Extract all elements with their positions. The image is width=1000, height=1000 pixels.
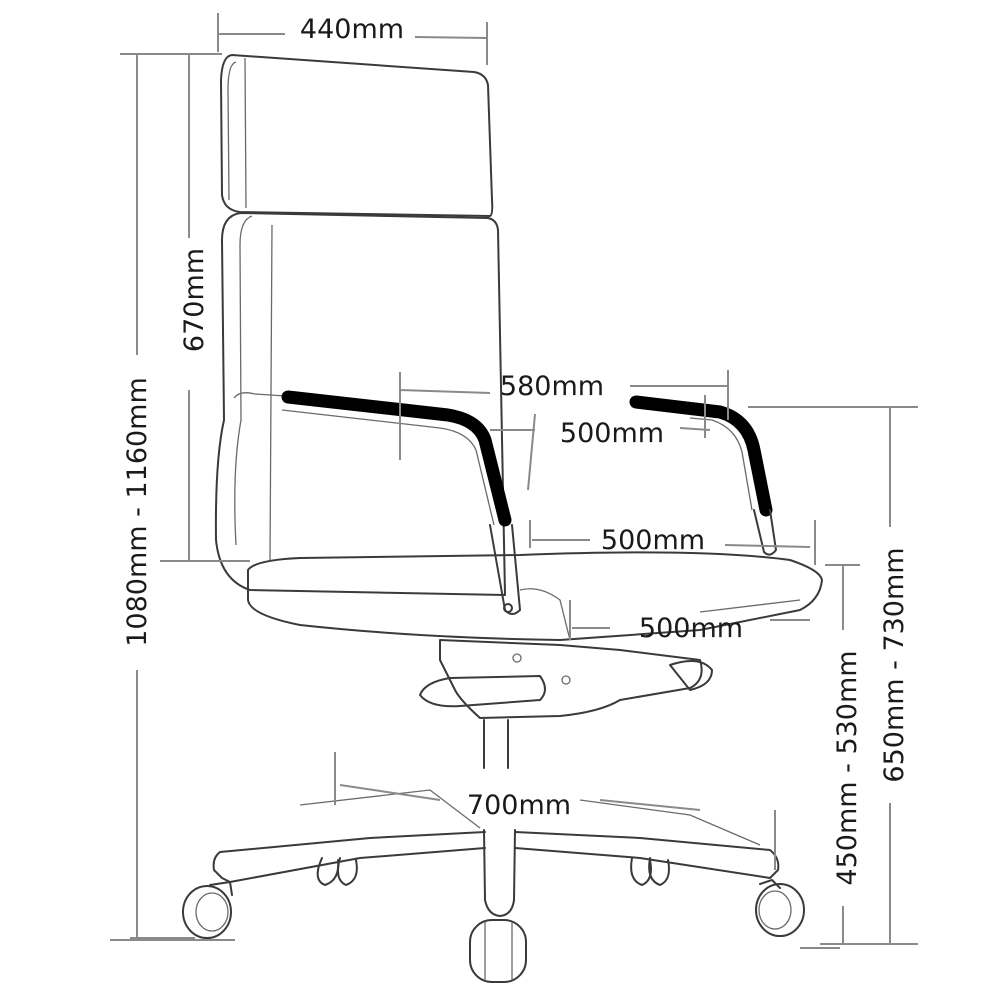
label-backrest-width: 440mm: [300, 14, 404, 45]
seat-cushion: [247, 551, 823, 641]
headrest: [220, 54, 494, 217]
label-seat-width: 500mm: [601, 525, 705, 556]
label-armrest-inner-width: 500mm: [560, 418, 664, 449]
dimension-lines: [110, 13, 918, 949]
armrest-left: [281, 390, 512, 527]
label-seat-depth: 500mm: [639, 613, 743, 644]
label-overall-height: 1080mm - 1160mm: [122, 377, 153, 647]
gas-cylinder: [483, 719, 509, 769]
label-base-diameter: 700mm: [467, 790, 571, 821]
tilt-lever-knob: [419, 675, 546, 708]
label-armrest-height: 650mm - 730mm: [879, 547, 910, 782]
chair-drawing: [182, 54, 823, 983]
five-star-base: [212, 789, 780, 917]
dimension-labels: 440mm 670mm 1080mm - 1160mm 580mm 500mm …: [122, 14, 911, 906]
armrest-right: [629, 395, 773, 517]
label-armrest-outer-width: 580mm: [500, 371, 604, 402]
casters: [182, 857, 805, 983]
backrest: [214, 212, 506, 596]
label-backrest-height: 670mm: [179, 248, 210, 352]
seat-mechanism: [439, 639, 703, 719]
label-seat-height: 450mm - 530mm: [832, 650, 863, 885]
